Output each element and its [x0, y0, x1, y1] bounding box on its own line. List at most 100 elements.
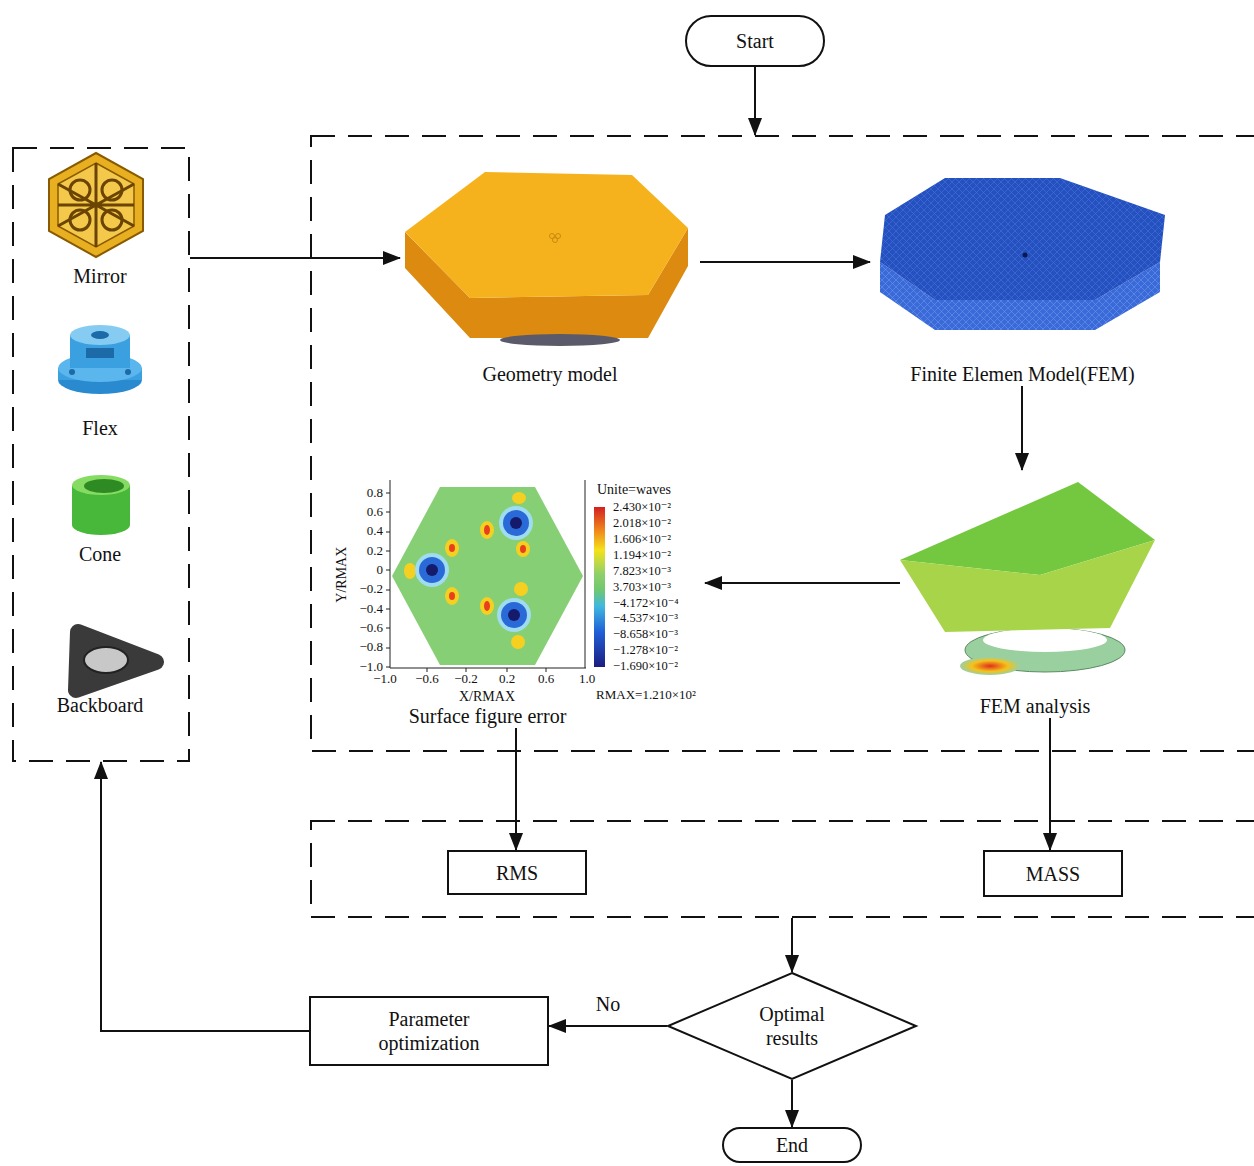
plot-axes: [386, 493, 390, 494]
mirror-icon: [70, 210, 90, 230]
axis-tick: 0.8: [367, 486, 383, 500]
dashed-frame: [311, 136, 1254, 751]
colorbar-value: −1.278×10⁻²: [613, 644, 678, 658]
axis-tick: −0.6: [359, 621, 383, 635]
flow-arrow: [700, 261, 870, 263]
backboard-part: Backboard: [35, 615, 165, 717]
error-spots: [415, 553, 449, 587]
colorbar-value: 7.823×10⁻³: [613, 565, 671, 579]
error-spots: [445, 539, 459, 557]
error-spots: [499, 506, 533, 540]
fem-figure: Finite Elemen Model(FEM): [870, 172, 1175, 386]
diamond-outline: [667, 972, 917, 1080]
flex-icon: [91, 331, 109, 339]
cone-icon: [72, 475, 130, 495]
node-label: Start: [736, 29, 774, 53]
plot-axes: [386, 628, 390, 629]
flow-arrow: [549, 1025, 667, 1027]
plot-axes: [386, 570, 390, 571]
rmax-note: RMAX=1.210×10²: [596, 688, 696, 702]
colorbar-value: 3.703×10⁻³: [613, 581, 671, 595]
error-spots: [511, 635, 525, 649]
error-spots: [404, 563, 416, 579]
axis-tick: −0.2: [454, 672, 478, 686]
fem-analysis-figure: [983, 628, 1107, 652]
flex-icon: [70, 325, 130, 345]
mirror-icon: [102, 210, 122, 230]
analysis-group: Geometry modelFinite Elemen Model(FEM)FE…: [310, 135, 1254, 752]
mirror-icon: [49, 153, 143, 257]
node-label: MASS: [1026, 862, 1080, 886]
mirror-icon: [70, 180, 90, 200]
error-spots: [497, 598, 531, 632]
flex-icon: [125, 369, 131, 375]
error-spots: [480, 597, 494, 615]
error-spots: [510, 517, 522, 529]
axis-tick: −0.4: [359, 602, 383, 616]
mirror-icon: [49, 153, 143, 257]
fem-analysis-figure: FEM analysis: [900, 470, 1170, 718]
geometry-model-figure: [405, 172, 688, 346]
fem-analysis-figure: [960, 657, 1020, 675]
colorbar-value: −4.172×10⁻⁴: [613, 597, 679, 611]
start-terminal: Start: [685, 15, 825, 67]
node-label: Optimal results: [742, 1002, 842, 1050]
colorbar-value: 1.194×10⁻²: [613, 549, 671, 563]
axis-tick: 1.0: [579, 672, 595, 686]
node-label: Cone: [79, 542, 121, 566]
error-spots: [426, 564, 438, 576]
cone-icon: [72, 475, 130, 535]
axis-tick: 0.2: [499, 672, 515, 686]
node-label: Mirror: [73, 264, 126, 288]
plot-axes: [386, 480, 586, 672]
plot-axes: [585, 480, 586, 668]
dashed-frame: [311, 821, 1254, 917]
colorbar-value: −8.658×10⁻³: [613, 628, 678, 642]
cone-icon: [72, 515, 130, 535]
flex-icon: [86, 348, 114, 358]
plot-axes: [390, 480, 391, 668]
flex-icon: [69, 369, 75, 375]
flow-arrow: [754, 67, 756, 135]
color-bar: [594, 507, 605, 667]
axis-tick: 0.6: [367, 505, 383, 519]
colorbar-value: 2.430×10⁻²: [613, 501, 671, 515]
backboard-icon: [76, 632, 156, 690]
colorbar-value: 2.018×10⁻²: [613, 517, 671, 531]
fem-analysis-figure: [900, 540, 1155, 632]
error-spots: [520, 545, 526, 553]
cone-icon: [84, 479, 124, 493]
decision-diamond: Optimal results: [667, 972, 917, 1080]
node-label: Surface figure error: [409, 704, 567, 728]
axis-tick: −0.2: [359, 582, 383, 596]
geometry-model-figure: [500, 334, 620, 346]
flow-arrow: [190, 257, 400, 259]
cone-part: Cone: [40, 470, 160, 566]
colorbar-value: 1.606×10⁻²: [613, 533, 671, 547]
geometry-model-figure: [405, 172, 688, 298]
fem-analysis-figure: [900, 482, 1155, 675]
error-spots: [445, 587, 459, 605]
error-spots: [501, 602, 527, 628]
colorbar-value: −1.690×10⁻²: [613, 660, 678, 674]
node-label: Backboard: [57, 693, 144, 717]
edge-label: No: [593, 992, 623, 1016]
colorbar-value: −4.537×10⁻³: [613, 612, 678, 626]
surface-error-plot: [386, 480, 605, 672]
flex-icon: [58, 325, 142, 394]
flow-arrow: [791, 1080, 793, 1127]
axis-title: Y/RMAX: [334, 547, 349, 603]
backboard-icon: [76, 632, 156, 690]
error-spots: [512, 492, 526, 504]
mirror-part: Mirror: [40, 150, 160, 288]
axis-tick: 0: [377, 563, 384, 577]
mirror-icon: [102, 180, 122, 200]
error-spots: [484, 525, 490, 535]
dashed-frame: [310, 135, 1254, 752]
backboard-icon: [84, 647, 128, 673]
node-label: RMS: [496, 861, 538, 885]
plot-axes: [386, 609, 390, 610]
flow-arrow: [791, 918, 793, 972]
error-spots: [404, 492, 533, 649]
component-group: MirrorFlexConeBackboard: [12, 147, 190, 762]
